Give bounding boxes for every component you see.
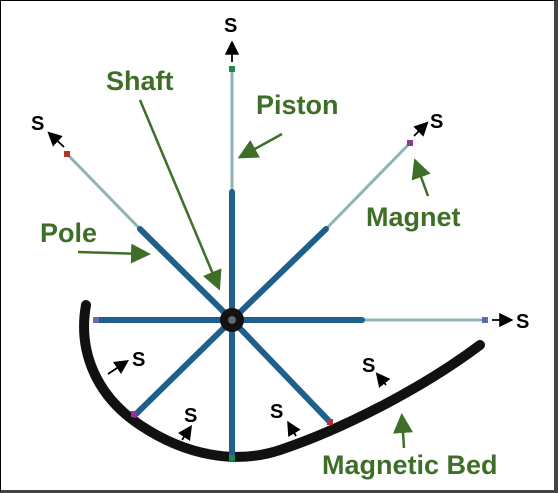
pistons [94,189,365,461]
pole-letter-northwest: S [31,113,44,135]
pole-letter-southwest-bed: S [184,405,197,427]
pole-letter-east: S [516,311,529,333]
piston-northeast [229,226,329,323]
label-arrows [77,99,431,449]
piston-northwest [137,226,235,323]
label-magnetic-bed: Magnetic Bed [322,450,498,480]
magnet-east [482,317,488,323]
pole-letter-southeast-bed: S [270,401,283,423]
magnet-north [229,66,235,72]
magnet-northeast [407,140,413,146]
pole-letter-west-bed: S [132,349,145,371]
shaft-arrow [138,99,222,291]
magnet-southeast [327,419,333,425]
pole-letter-east-bed: S [362,355,375,377]
shaft-extensions [66,70,485,322]
pole-letter-northeast: S [430,111,443,133]
piston-southwest [132,317,235,418]
magnets [64,66,488,461]
shaft-northeast [324,141,412,231]
shaft-northwest [66,153,142,231]
pole-arrow [77,243,151,264]
piston-southeast [229,317,333,425]
hub-center [228,316,236,324]
label-magnet: Magnet [366,202,461,232]
magnet-arrow [411,158,431,197]
label-shaft: Shaft [106,66,174,96]
magnet-south [229,455,235,461]
magnet-west [93,317,99,323]
magnetic-bed [79,300,485,462]
magnet-southwest [131,411,137,417]
label-piston: Piston [256,90,339,120]
piston-arrow [237,132,283,159]
magnet-northwest [64,151,70,157]
pole-arrows [47,40,514,441]
magnetic-bed-arrow [393,413,413,449]
label-pole: Pole [40,218,97,248]
pole-letter-north: S [224,15,237,37]
